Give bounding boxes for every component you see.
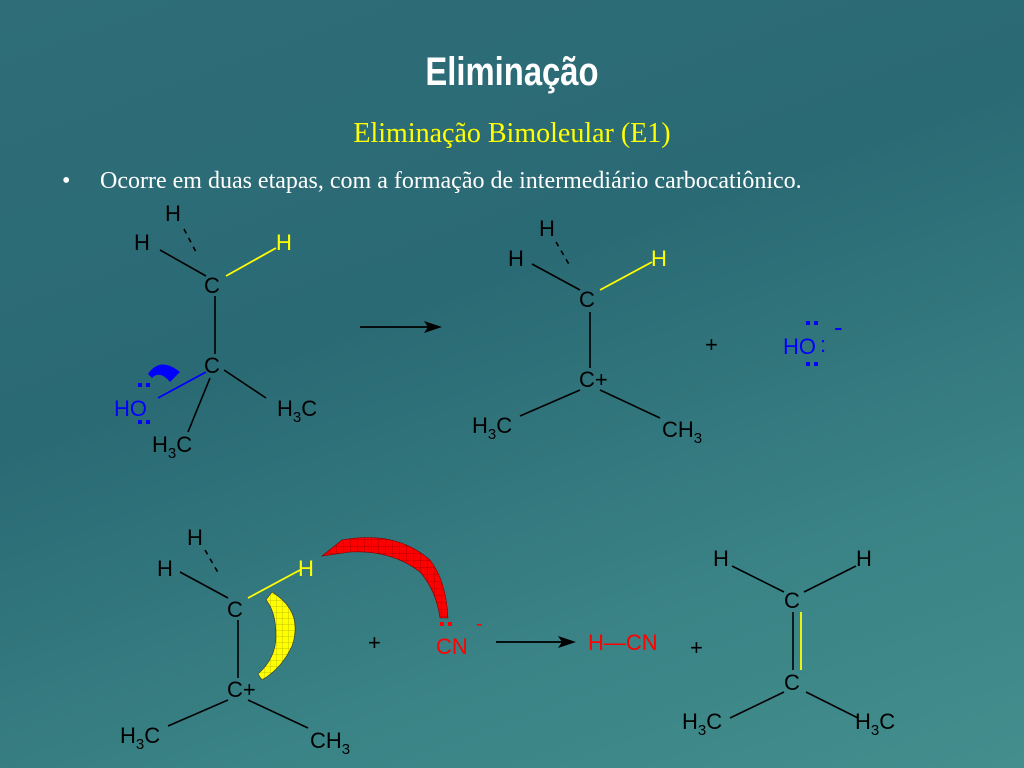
atom-c: C [204,273,220,298]
atom-h: H [298,556,314,581]
atom-c: C [579,287,595,312]
hydroxide-ion: HO : - [783,312,843,366]
methyl-group: H3C [472,413,512,443]
plus-sign: + [705,332,718,357]
slide-title: Eliminação [425,50,599,94]
bullet-item: • Ocorre em duas etapas, com a formação d… [62,168,802,195]
methyl-group: H3C [855,709,895,739]
lone-pair-colon: : [820,332,826,357]
bullet-text: Ocorre em duas etapas, com a formação de… [100,168,802,194]
hydroxyl-group: HO [114,396,147,421]
reaction-arrow [360,321,442,333]
methyl-group: H3C [152,432,192,462]
carbocation-center: C+ [579,367,608,392]
arrow-head-icon [558,636,576,648]
alkene-product: H H C C H3C H3C [682,546,895,739]
negative-charge: - [834,312,843,342]
methyl-group: H3C [277,396,317,426]
arrow-head-icon [424,321,442,333]
slide-subtitle: Eliminação Bimoleular (E1) [353,118,671,149]
negative-charge: - [476,613,483,635]
carbocation-molecule: H H H C C+ H3C CH3 [120,525,350,758]
substrate-molecule: H H H C C H3C H3C HO [114,201,317,462]
plus-sign: + [690,635,703,660]
methyl-group: CH3 [662,417,702,447]
atom-h: H [276,230,292,255]
methyl-group: H3C [120,723,160,753]
atom-h: H [165,201,181,226]
cyanide-label: CN [436,634,468,659]
hcn-product: H—CN [588,630,658,655]
carbocation-center: C+ [227,677,256,702]
atom-h: H [539,216,555,241]
atom-c: C [784,588,800,613]
hydroxide-label: HO [783,334,816,359]
lone-pair-dots [138,383,150,424]
plus-sign: + [368,630,381,655]
electron-arrow-red-icon [320,537,449,619]
reaction-arrow [496,636,576,648]
atom-h: H [508,246,524,271]
atom-c: C [204,353,220,378]
curved-arrow-icon [148,364,180,382]
cyanide-ion: CN - [436,613,483,659]
bullet-marker: • [62,168,71,194]
atom-h: H [157,556,173,581]
atom-h: H [187,525,203,550]
atom-h: H [713,546,729,571]
carbocation-molecule: H H H C C+ H3C CH3 [472,216,702,447]
atom-c: C [784,670,800,695]
atom-h: H [856,546,872,571]
atom-h: H [651,246,667,271]
atom-c: C [227,597,243,622]
methyl-group: CH3 [310,728,350,758]
electron-arrow-yellow-icon [257,591,296,681]
methyl-group: H3C [682,709,722,739]
atom-h: H [134,230,150,255]
